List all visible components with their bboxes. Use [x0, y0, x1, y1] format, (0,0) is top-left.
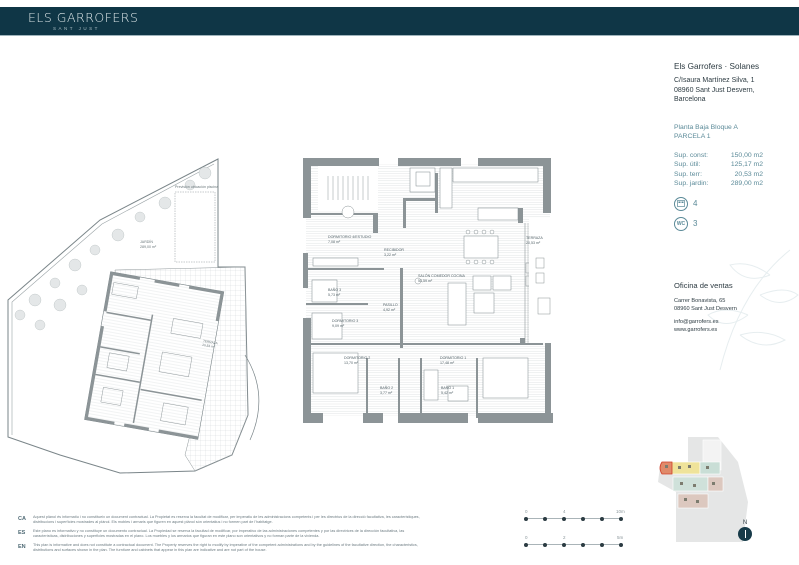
- terrace-name-small: TERRAZA: [203, 339, 219, 346]
- surface-list: Sup. const: 150,00 m2 Sup. útil: 125,17 …: [674, 151, 799, 189]
- room-recibidor: RECIBIDOR 3,22 m²: [384, 248, 404, 257]
- site-plan-with-garden: Previsión ubicación piscina JARDÍN 289,0…: [7, 158, 260, 474]
- north-arrow-icon: N: [736, 520, 754, 541]
- wc-icon: WC: [674, 216, 688, 231]
- pool-label: Previsión ubicación piscina: [175, 185, 218, 189]
- bathrooms-count: WC 3: [674, 216, 799, 231]
- sales-address-line2: 08960 Sant Just Desvern: [674, 305, 737, 312]
- sales-web-link[interactable]: www.garrofers.es: [674, 326, 718, 333]
- legal-row-ca: CA Aquest plànol és informatiu i no cons…: [18, 515, 420, 524]
- project-address-line2: 08960 Sant Just Desvern,: [674, 86, 755, 94]
- room-bano-2: BAÑO 2 3,77 m²: [380, 386, 394, 395]
- surface-row-const: Sup. const: 150,00 m2: [674, 151, 763, 159]
- sales-office-panel: Oficina de ventas Carrer Bonavista, 65 0…: [674, 281, 794, 334]
- scale-bar-10m: 0 4 10m: [524, 509, 625, 526]
- room-bano-3: BAÑO 3 5,73 m²: [328, 288, 342, 297]
- floor-plan: DORMITORIO 4/ESTUDIO 7,08 m² RECIBIDOR 3…: [298, 158, 558, 423]
- room-terraza: TERRAZA 20,53 m²: [526, 236, 543, 245]
- header-bar: ELS GARROFERS SANT JUST: [0, 7, 799, 36]
- room-bano-1: BAÑO 1 5,42 m²: [441, 386, 455, 395]
- legal-row-es: ES Este plano es informativo y no consti…: [18, 529, 405, 538]
- room-dormitorio-4: DORMITORIO 4/ESTUDIO 7,08 m²: [328, 235, 372, 244]
- garden-name: JARDÍN: [140, 240, 153, 244]
- bedrooms-count: 4: [674, 196, 799, 211]
- surface-row-terr: Sup. terr: 20,53 m2: [674, 170, 763, 178]
- room-dormitorio-3: DORMITORIO 3 9,09 m²: [332, 319, 359, 328]
- room-dormitorio-2: DORMITORIO 2 13,70 m²: [344, 356, 371, 365]
- scale-bar-5m: 0 2 5m: [524, 535, 624, 552]
- room-pasillo: PASILLO 4,92 m²: [383, 303, 398, 312]
- room-salon-comedor-cocina: SALÓN COMEDOR COCINA 53,59 m²: [418, 274, 465, 283]
- project-address-line3: Barcelona: [674, 96, 706, 103]
- garden-area: 289,00 m²: [140, 245, 157, 249]
- scale-bars: 0 4 10m 0 2 5m: [524, 509, 625, 552]
- site-key-map: [658, 437, 748, 542]
- project-info-panel: Els Garrofers · Solanes C/Isaura Martíne…: [674, 62, 799, 231]
- legal-row-en: EN This plan is informative and does not…: [18, 543, 418, 552]
- bed-icon: [674, 196, 688, 211]
- legal-disclaimer: CA Aquest plànol és informatiu i no cons…: [18, 515, 423, 557]
- brand-subtitle: SANT JUST: [53, 26, 100, 31]
- room-dormitorio-1: DORMITORIO 1 17,48 m²: [440, 356, 467, 365]
- sales-email-link[interactable]: info@garrofers.es: [674, 319, 719, 325]
- brand-logo: ELS GARROFERS: [28, 10, 139, 25]
- sales-title: Oficina de ventas: [674, 281, 733, 290]
- surface-row-util: Sup. útil: 125,17 m2: [674, 161, 763, 168]
- unit-floor: Planta Baja Bloque A: [674, 123, 738, 131]
- terrace-area-small: 20,53 m²: [202, 343, 215, 349]
- sales-address-line1: Carrer Bonavista, 65: [674, 298, 726, 304]
- project-title: Els Garrofers · Solanes: [674, 62, 760, 71]
- unit-parcel: PARCELA 1: [674, 133, 711, 140]
- leaf-decoration-icon: [707, 249, 799, 371]
- surface-row-jardin: Sup. jardin: 289,00 m2: [674, 180, 763, 187]
- project-address-line1: C/Isaura Martínez Silva, 1: [674, 77, 755, 84]
